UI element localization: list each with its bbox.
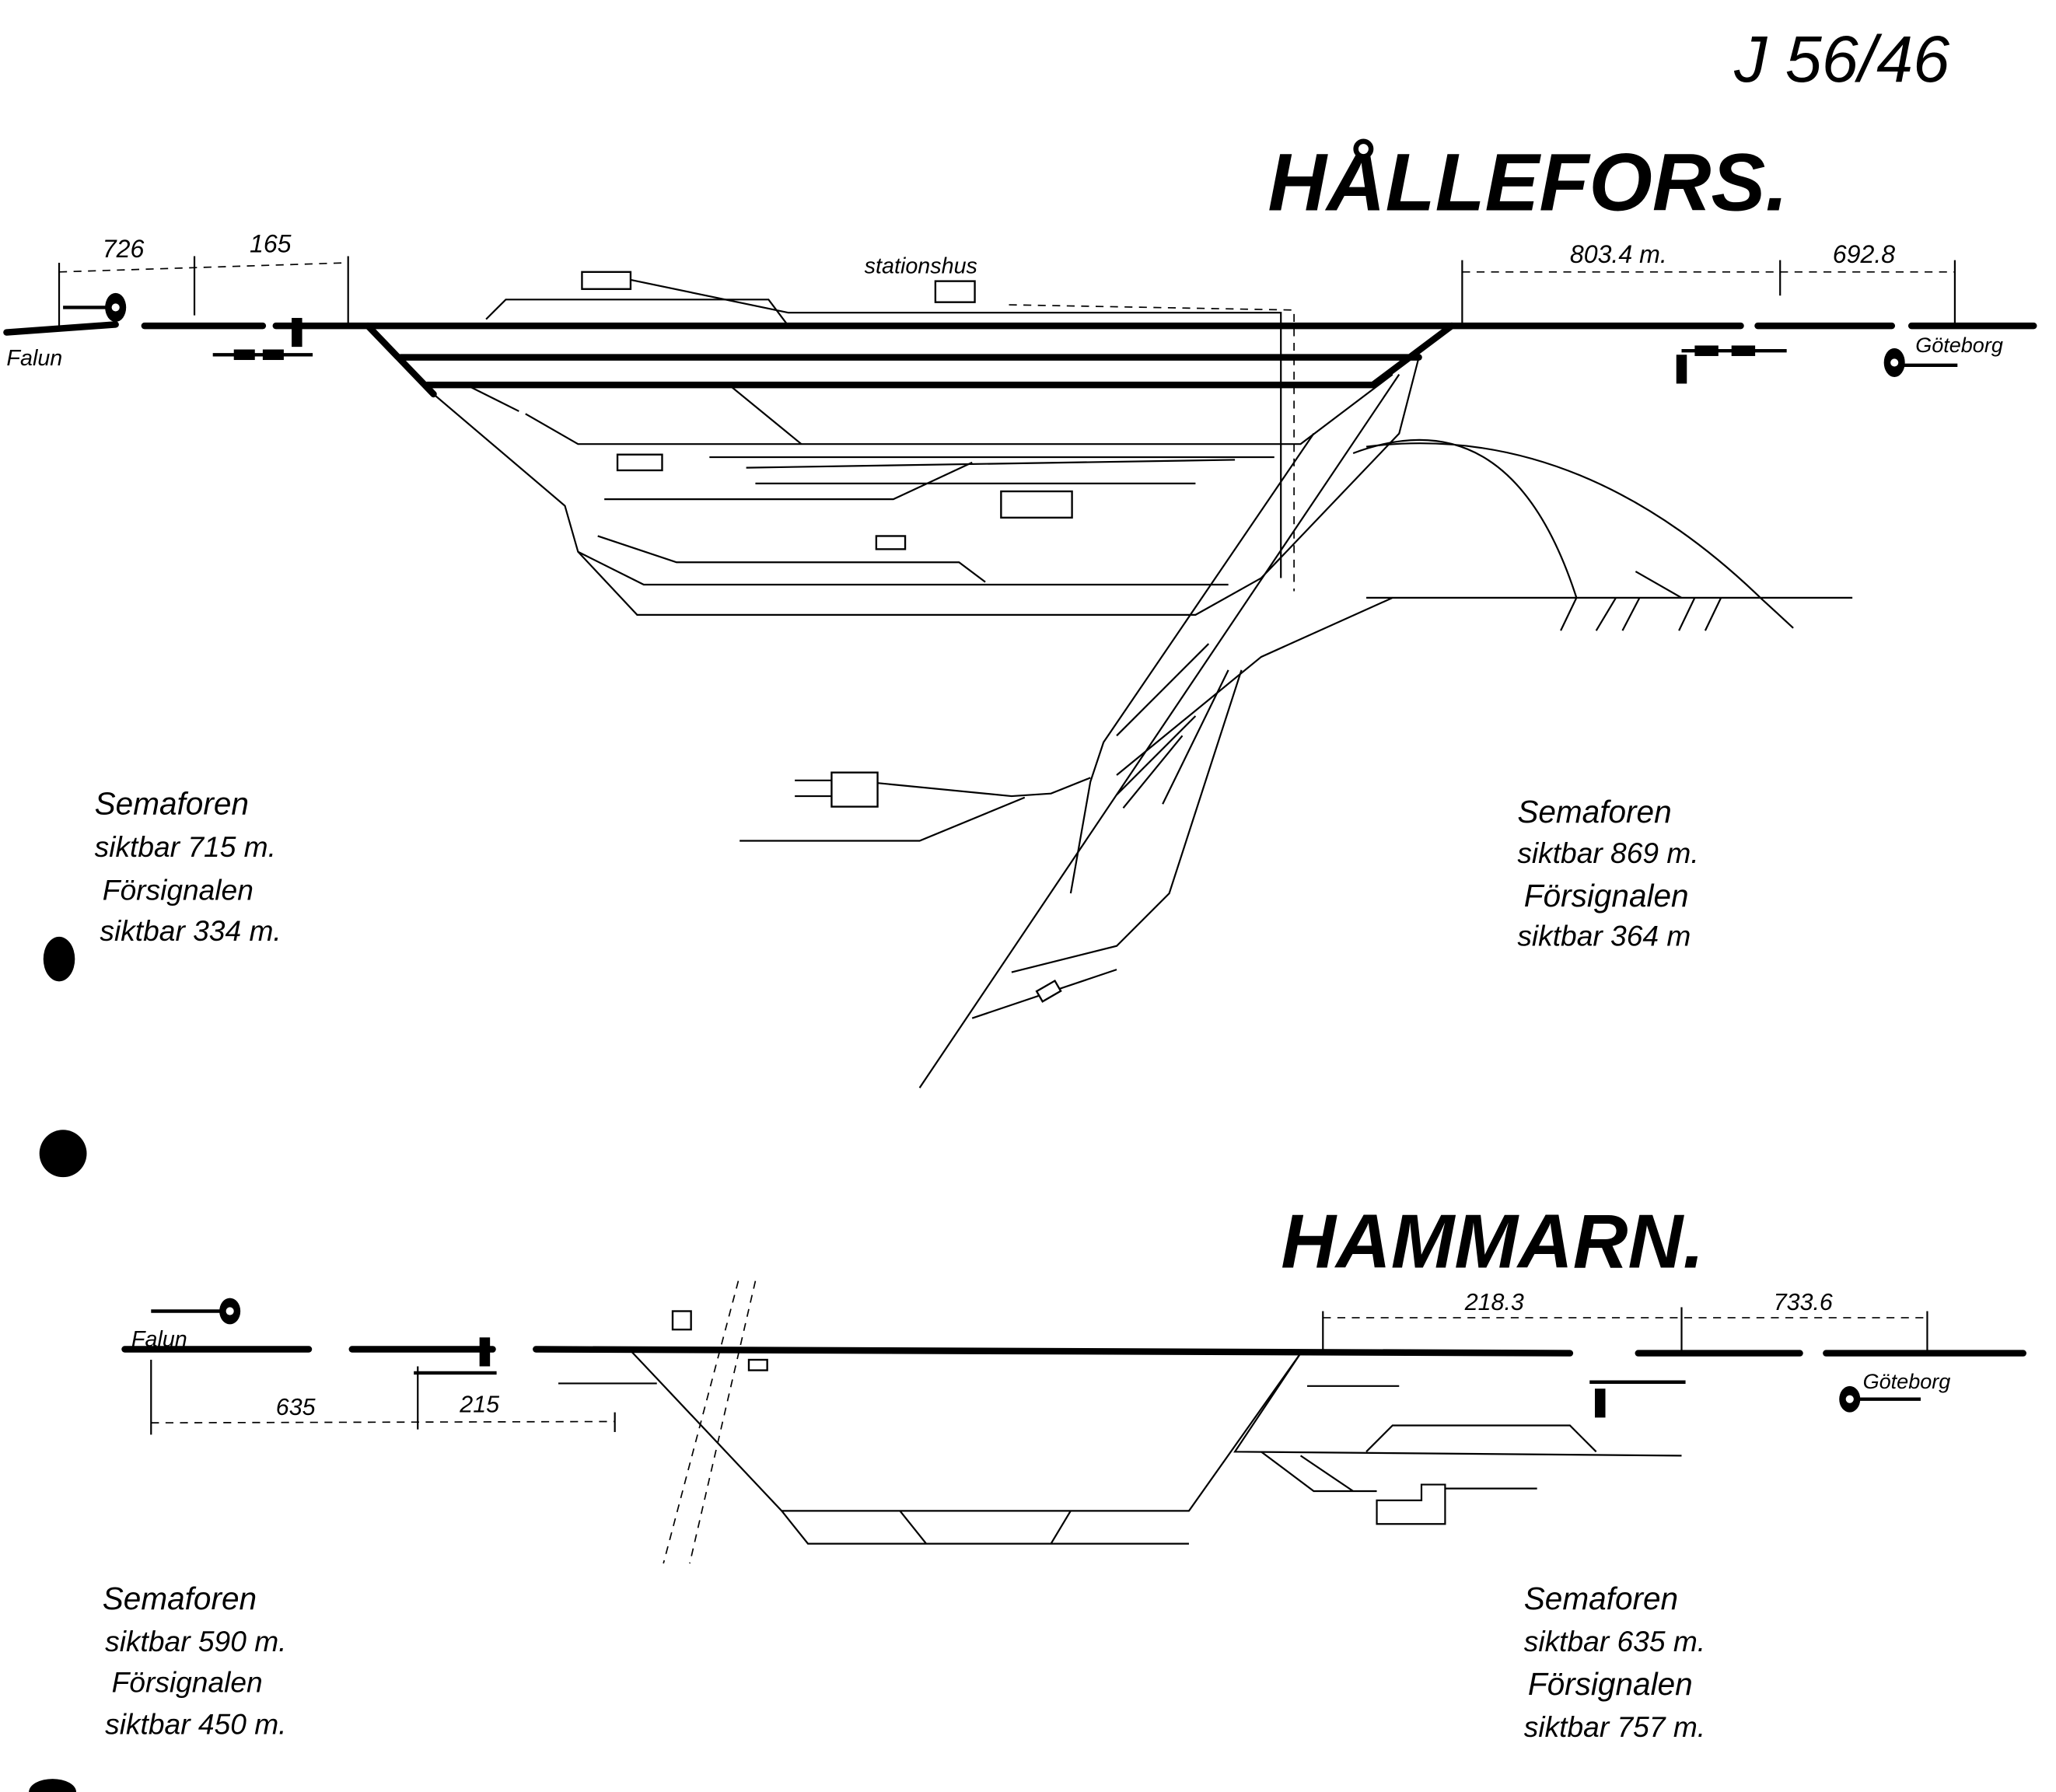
dimension-635: 635 xyxy=(276,1394,316,1420)
svg-text:siktbar 757 m.: siktbar 757 m. xyxy=(1524,1710,1705,1743)
dimension-215: 215 xyxy=(459,1392,499,1418)
dimension-218-3: 218.3 xyxy=(1464,1289,1524,1315)
dimension-lines xyxy=(150,1307,1928,1435)
hallefors-title: HÅLLEFORS. xyxy=(1268,137,1788,228)
station-tracks xyxy=(558,1280,1682,1564)
main-track xyxy=(3,321,2037,398)
svg-text:Försignalen: Försignalen xyxy=(103,874,254,906)
semaphore-signal-icon xyxy=(1676,345,1787,384)
main-track xyxy=(121,1346,2026,1357)
svg-text:siktbar 715 m.: siktbar 715 m. xyxy=(95,830,276,863)
semaphore-signal-icon xyxy=(1589,1380,1686,1418)
semaphore-signal-icon xyxy=(414,1337,497,1375)
svg-text:siktbar 364 m: siktbar 364 m xyxy=(1517,920,1691,952)
station-tracks xyxy=(432,278,1853,1088)
svg-text:siktbar 590 m.: siktbar 590 m. xyxy=(105,1625,286,1658)
dimension-726: 726 xyxy=(103,235,145,263)
dimension-733-6: 733.6 xyxy=(1774,1289,1833,1315)
hallefors-left-note: Semaforen siktbar 715 m. Försignalen sik… xyxy=(95,786,281,947)
dimension-692-8: 692.8 xyxy=(1833,240,1895,268)
buildings xyxy=(671,1310,768,1371)
hammarn-right-note: Semaforen siktbar 635 m. Försignalen sik… xyxy=(1524,1581,1705,1743)
dimension-lines xyxy=(58,256,1956,331)
punch-holes xyxy=(29,936,87,1792)
hallefors-diagram: HÅLLEFORS. stationshus Falun Göteborg 72… xyxy=(3,137,2037,1088)
svg-text:Semaforen: Semaforen xyxy=(103,1581,257,1616)
hammarn-title: HAMMARN. xyxy=(1281,1199,1704,1284)
svg-text:Försignalen: Försignalen xyxy=(1524,878,1689,913)
svg-text:siktbar 450 m.: siktbar 450 m. xyxy=(105,1708,286,1741)
svg-text:siktbar 334 m.: siktbar 334 m. xyxy=(100,914,281,947)
dimension-165: 165 xyxy=(250,229,292,257)
distant-signal-icon xyxy=(63,292,127,323)
distant-signal-icon xyxy=(1883,348,1958,377)
goteborg-label: Göteborg xyxy=(1863,1370,1951,1393)
distant-signal-icon xyxy=(1839,1385,1921,1413)
svg-text:Försignalen: Försignalen xyxy=(1528,1666,1693,1702)
svg-text:Semaforen: Semaforen xyxy=(95,786,249,822)
hammarn-diagram: HAMMARN. Falun Göteborg 635 215 218.3 73… xyxy=(103,1199,2026,1743)
falun-label: Falun xyxy=(6,346,62,371)
hallefors-right-note: Semaforen siktbar 869 m. Försignalen sik… xyxy=(1517,794,1698,952)
svg-text:Försignalen: Försignalen xyxy=(112,1666,263,1699)
svg-text:siktbar 635 m.: siktbar 635 m. xyxy=(1524,1625,1705,1658)
dimension-803-4: 803.4 m. xyxy=(1570,240,1667,268)
archive-mark: J 56/46 xyxy=(1733,23,1949,96)
svg-text:Semaforen: Semaforen xyxy=(1517,794,1671,830)
goteborg-label: Göteborg xyxy=(1915,334,2003,357)
buildings xyxy=(581,271,1073,1003)
svg-text:Semaforen: Semaforen xyxy=(1524,1581,1678,1616)
stationshus-label: stationshus xyxy=(865,253,977,278)
station-building xyxy=(934,280,976,303)
svg-text:siktbar 869 m.: siktbar 869 m. xyxy=(1517,837,1698,869)
hammarn-left-note: Semaforen siktbar 590 m. Försignalen sik… xyxy=(103,1581,287,1741)
distant-signal-icon xyxy=(151,1298,241,1325)
